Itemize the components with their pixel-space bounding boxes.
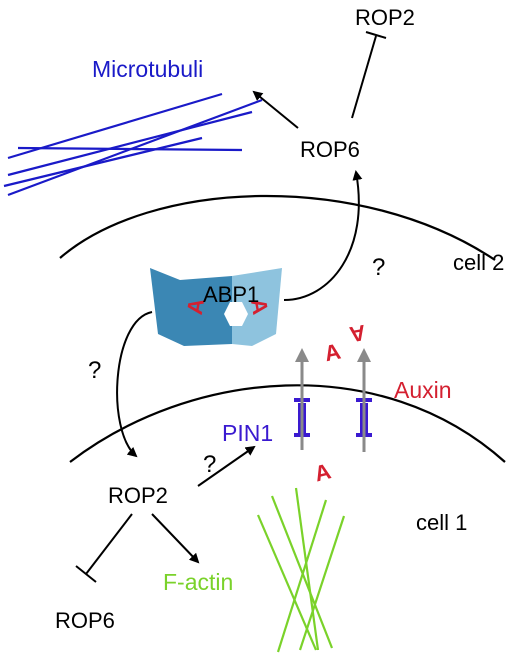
label-rop2-bottom: ROP2 [108,483,168,508]
label-question-top: ? [372,254,385,281]
label-question-mid: ? [203,451,216,478]
auxin-molecule-abp1-right: A [246,296,273,316]
abp1-protein [150,268,282,346]
arrow-rop6-to-microtubuli [252,90,299,129]
microtubuli-filaments [3,92,263,197]
arrow-abp1-to-rop2 [116,311,153,458]
arrow-abp1-to-rop6 [283,170,363,301]
cell1-membrane [69,384,506,463]
inhibit-bar-bottom [75,565,97,583]
auxin-transport-arrows [295,348,371,452]
label-rop2-top: ROP2 [355,5,415,30]
pin1-transporters [294,398,372,437]
inhibit-rop2-rop6-bottom [85,513,133,575]
auxin-molecule-abp1-left: A [182,296,209,316]
auxin-molecule-in: A [312,458,334,486]
label-rop6-top: ROP6 [300,137,360,162]
label-auxin: Auxin [394,377,452,403]
label-factin: F-actin [163,569,233,595]
label-rop6-bottom: ROP6 [55,608,115,633]
auxin-molecule-out-1: A [322,339,343,367]
inhibit-rop6-rop2-top [351,35,377,119]
auxin-molecule-out-2: A [347,320,367,347]
label-cell1: cell 1 [416,510,467,535]
label-abp1: ABP1 [203,282,259,307]
pathway-arrows [75,31,387,583]
cell2-membrane [59,194,496,261]
factin-filaments [256,487,346,653]
arrow-rop2-to-factin [151,513,200,564]
arrow-rop2-to-pin1 [197,445,256,487]
label-pin1: PIN1 [222,420,273,446]
label-cell2: cell 2 [453,250,504,275]
inhibit-bar-top [365,31,387,39]
label-question-left: ? [88,357,101,384]
label-microtubuli: Microtubuli [92,56,203,82]
